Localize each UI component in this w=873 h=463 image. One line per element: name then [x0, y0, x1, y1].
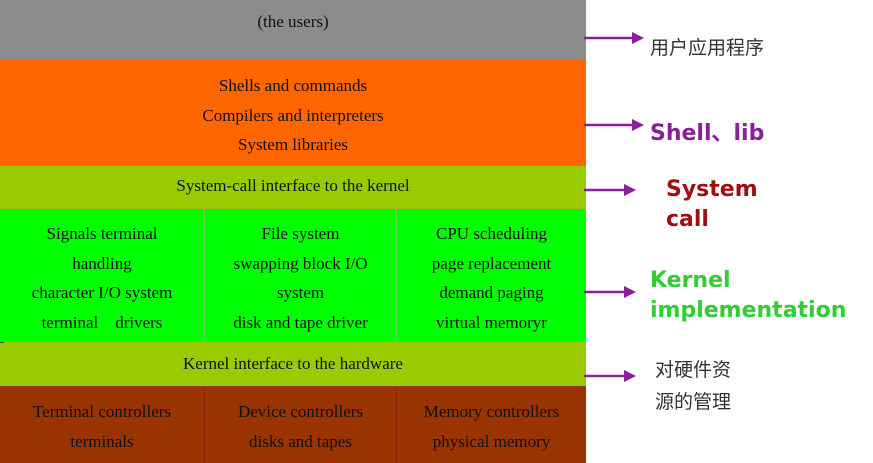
hardware-column-terminal: Terminal controllers terminals: [0, 386, 204, 463]
annotation-line: 对硬件资: [655, 359, 732, 381]
kernel-item: demand paging: [439, 283, 544, 302]
kernel-item: File system: [261, 224, 340, 243]
arrow-right-icon: [584, 370, 636, 382]
kernel-item: CPU scheduling: [436, 224, 547, 243]
os-structure-diagram: (the users) Shells and commands Compiler…: [0, 0, 586, 463]
kernel-item: terminal drivers: [41, 312, 163, 332]
shells-line: Compilers and interpreters: [202, 105, 384, 125]
arrow-right-icon: [584, 119, 644, 131]
annotation-line: 源的管理: [655, 391, 732, 413]
kernel-layer: Signals terminal handling character I/O …: [0, 209, 586, 342]
users-layer-label: (the users): [257, 12, 329, 31]
annotation-shell-lib: Shell、lib: [650, 121, 765, 146]
kernel-item: page replacement: [431, 253, 552, 273]
annotation-line: implementation: [650, 298, 847, 323]
margin-tick: [0, 342, 4, 343]
hardware-item: Terminal controllers: [32, 402, 172, 421]
kernel-item: disk and tape driver: [233, 312, 368, 332]
kernel-item: handling: [72, 253, 132, 273]
syscall-interface-layer: System-call interface to the kernel: [0, 166, 586, 209]
kernel-column-cpu: CPU scheduling page replacement demand p…: [396, 209, 586, 342]
kernel-item: character I/O system: [31, 283, 173, 302]
kernel-column-filesystem: File system swapping block I/O system di…: [204, 209, 396, 342]
annotation-system-call: System call: [666, 175, 758, 235]
hardware-item: Device controllers: [237, 402, 364, 421]
arrow-right-icon: [584, 286, 636, 298]
users-layer: (the users): [0, 0, 586, 60]
kernel-item: Signals terminal: [46, 224, 158, 243]
hardware-item: Memory controllers: [423, 402, 560, 421]
arrow-right-icon: [584, 184, 636, 196]
arrow-right-icon: [584, 32, 644, 44]
shells-layer: Shells and commands Compilers and interp…: [0, 60, 586, 166]
annotation-users: 用户应用程序: [650, 37, 765, 59]
annotation-line: call: [666, 207, 709, 232]
kernel-item: system: [276, 283, 325, 302]
kernel-column-terminal: Signals terminal handling character I/O …: [0, 209, 204, 342]
hardware-column-memory: Memory controllers physical memory: [396, 386, 586, 463]
kernel-item: virtual memoryr: [436, 312, 547, 332]
hardware-item: physical memory: [432, 431, 551, 451]
hardware-interface-label: Kernel interface to the hardware: [183, 354, 403, 373]
annotation-line: Kernel: [650, 268, 731, 293]
shells-line: Shells and commands: [218, 76, 368, 95]
shells-line: System libraries: [237, 135, 348, 154]
syscall-interface-label: System-call interface to the kernel: [176, 176, 410, 195]
hardware-column-device: Device controllers disks and tapes: [204, 386, 396, 463]
kernel-item: swapping block I/O: [233, 253, 368, 273]
annotation-kernel-implementation: Kernel implementation: [650, 266, 846, 326]
hardware-item: terminals: [70, 431, 134, 451]
hardware-layer: Terminal controllers terminals Device co…: [0, 386, 586, 463]
hardware-item: disks and tapes: [249, 431, 352, 451]
annotation-hardware: 对硬件资 源的管理: [655, 354, 731, 418]
hardware-interface-layer: Kernel interface to the hardware: [0, 342, 586, 386]
annotation-line: System: [666, 177, 758, 202]
